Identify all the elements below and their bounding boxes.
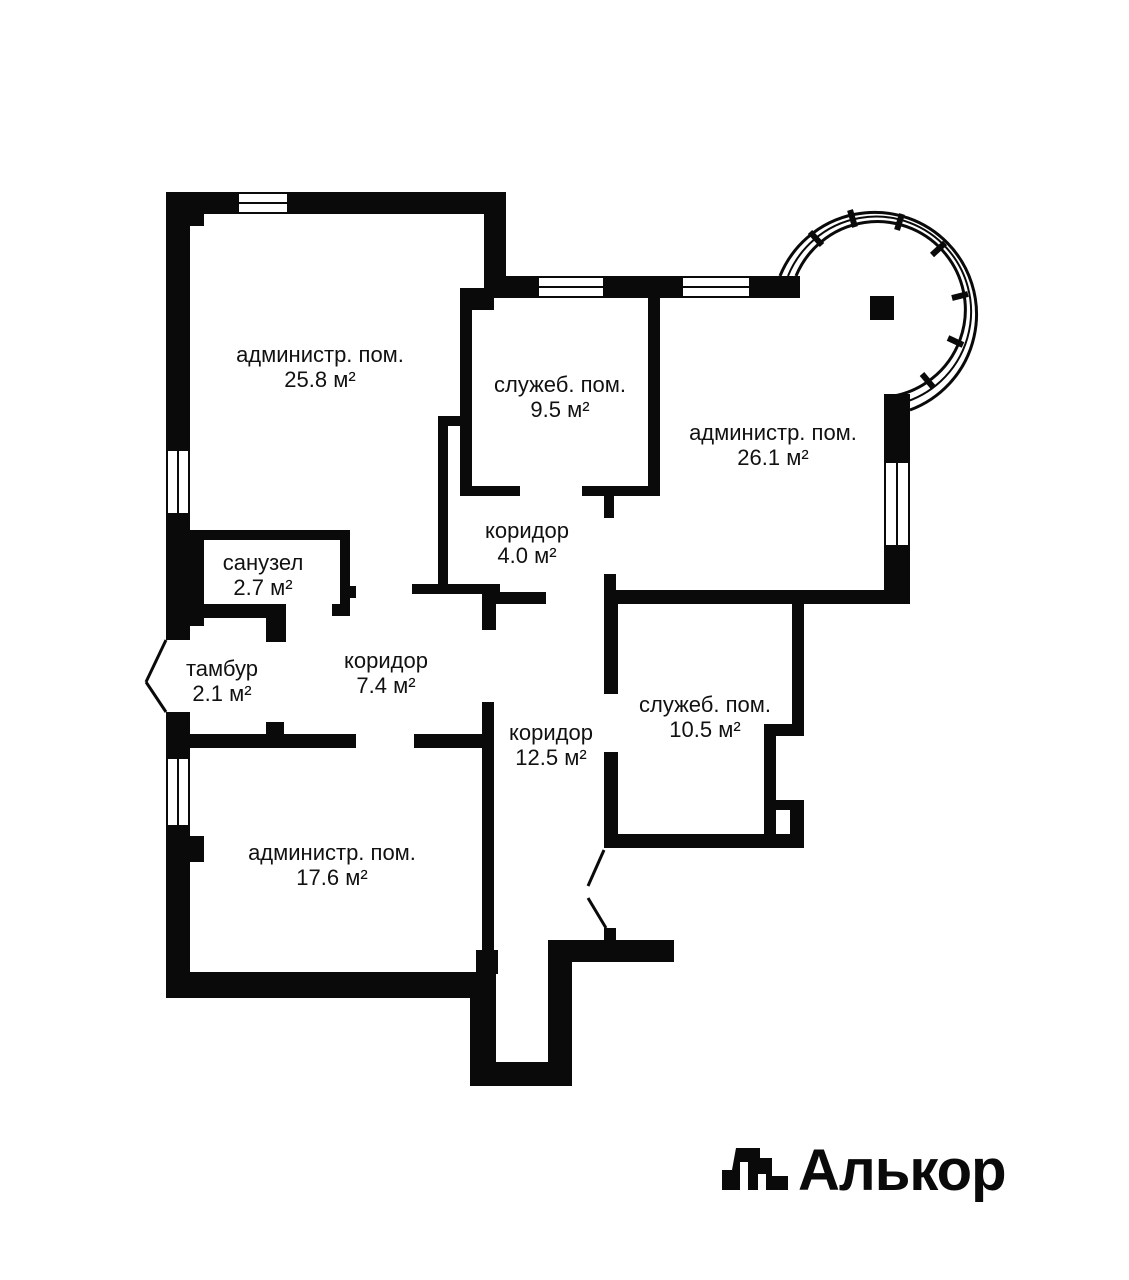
wall — [180, 836, 204, 862]
alkor-logo: Алькор — [722, 1138, 1032, 1208]
room-area: 9.5 м² — [530, 397, 590, 422]
room-area: 12.5 м² — [515, 745, 587, 770]
wall — [412, 584, 500, 594]
room-label-corridor-2: коридор 7.4 м² — [344, 648, 428, 698]
room-name: санузел — [222, 550, 304, 575]
wall — [604, 486, 614, 518]
wall — [884, 394, 910, 462]
door — [144, 681, 168, 713]
room-label-admin-1: администр. пом. 25.8 м² — [236, 342, 404, 392]
wall — [186, 212, 204, 226]
wall — [604, 276, 682, 298]
room-label-service-2: служеб. пом. 10.5 м² — [639, 692, 771, 742]
walls — [166, 192, 910, 1086]
door — [144, 639, 168, 683]
room-name: администр. пом. — [689, 420, 857, 445]
room-area: 10.5 м² — [669, 717, 741, 742]
doors — [144, 639, 608, 929]
room-label-corridor-3: коридор 12.5 м² — [509, 720, 593, 770]
room-name: служеб. пом. — [494, 372, 626, 397]
room-label-vestibule: тамбур 2.1 м² — [186, 656, 258, 706]
wall — [548, 940, 674, 962]
wall — [482, 702, 494, 972]
room-area: 25.8 м² — [284, 367, 356, 392]
windows — [166, 192, 910, 827]
room-name: коридор — [485, 518, 569, 543]
room-area: 17.6 м² — [296, 865, 368, 890]
wall — [604, 928, 616, 942]
wall — [166, 192, 190, 450]
column — [870, 296, 894, 320]
room-name: тамбур — [185, 656, 259, 681]
wall — [438, 416, 462, 426]
wall — [648, 288, 660, 496]
door — [586, 849, 606, 887]
wall — [166, 626, 190, 640]
wall — [604, 834, 804, 848]
room-area: 4.0 м² — [497, 543, 557, 568]
room-name: коридор — [344, 648, 428, 673]
wall — [604, 590, 618, 694]
room-label-admin-2: администр. пом. 26.1 м² — [689, 420, 857, 470]
wall — [604, 590, 910, 604]
wall — [266, 722, 284, 748]
wall — [166, 972, 496, 998]
wall — [764, 800, 804, 810]
wall — [332, 604, 350, 616]
wall — [460, 288, 494, 310]
wall — [460, 288, 472, 496]
wall — [790, 800, 804, 848]
wall — [266, 604, 286, 642]
wall — [348, 586, 356, 598]
wall — [484, 192, 506, 296]
room-label-service-1: служеб. пом. 9.5 м² — [494, 372, 626, 422]
bay-window — [778, 209, 979, 412]
room-label-bathroom: санузел 2.7 м² — [223, 550, 304, 600]
wall — [484, 276, 538, 298]
wall — [178, 530, 350, 540]
room-area: 7.4 м² — [356, 673, 416, 698]
room-label-corridor-1: коридор 4.0 м² — [485, 518, 569, 568]
room-name: коридор — [509, 720, 593, 745]
room-area: 26.1 м² — [737, 445, 809, 470]
room-label-admin-3: администр. пом. 17.6 м² — [248, 840, 416, 890]
wall — [750, 276, 800, 298]
wall — [460, 486, 520, 496]
room-name: администр. пом. — [248, 840, 416, 865]
door — [586, 897, 608, 929]
wall — [288, 192, 506, 214]
wall — [414, 734, 494, 748]
wall — [792, 600, 804, 736]
wall — [178, 604, 286, 618]
wall — [482, 592, 546, 604]
room-name: служеб. пом. — [639, 692, 771, 717]
wall — [582, 486, 660, 496]
wall — [604, 752, 618, 848]
wall — [764, 724, 776, 848]
alkor-logo-icon — [722, 1148, 788, 1190]
wall — [340, 530, 350, 614]
wall — [548, 940, 572, 1086]
room-name: администр. пом. — [236, 342, 404, 367]
wall — [438, 416, 448, 592]
logo-text: Алькор — [798, 1138, 1007, 1203]
room-area: 2.1 м² — [192, 681, 252, 706]
room-area: 2.7 м² — [233, 575, 293, 600]
